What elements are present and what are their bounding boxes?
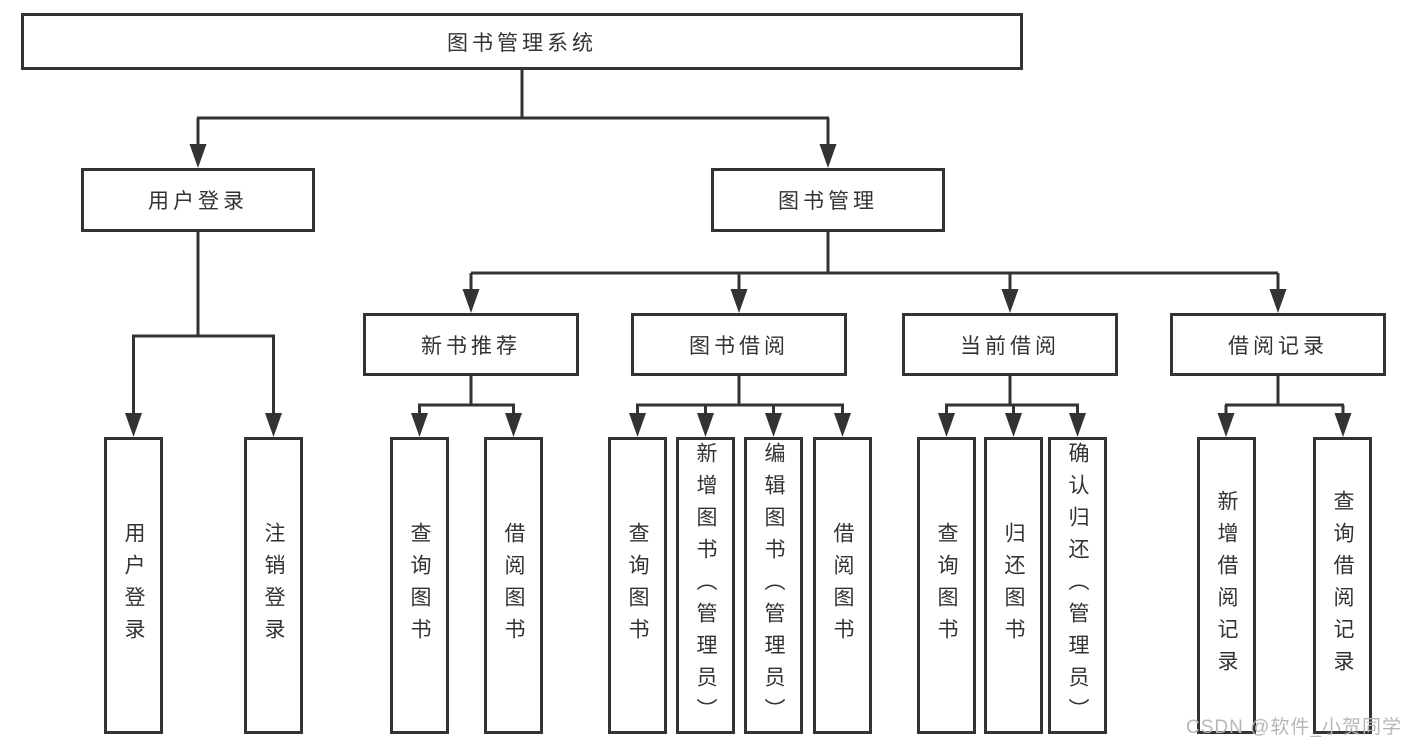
leaf-edit-books-admin-label: 编辑图书（管理员） [762,441,785,730]
leaf-add-borrow-record-label: 新增借阅记录 [1215,489,1238,682]
leaf-query-books-2-label: 查询图书 [626,521,649,650]
leaf-query-books-2: 查询图书 [608,437,667,734]
node-user-login: 用户登录 [81,168,315,232]
node-current-borrowing: 当前借阅 [902,313,1118,376]
leaf-query-books-3: 查询图书 [917,437,976,734]
leaf-borrow-books-1-label: 借阅图书 [502,521,525,650]
node-borrowing-records-label: 借阅记录 [1228,334,1328,358]
leaf-return-books-label: 归还图书 [1002,521,1025,650]
leaf-query-borrow-record: 查询借阅记录 [1313,437,1372,734]
node-book-borrowing: 图书借阅 [631,313,847,376]
leaf-confirm-return-admin: 确认归还（管理员） [1048,437,1107,734]
leaf-query-borrow-record-label: 查询借阅记录 [1331,489,1354,682]
leaf-return-books: 归还图书 [984,437,1043,734]
node-book-management: 图书管理 [711,168,945,232]
leaf-user-login-label: 用户登录 [122,521,145,650]
leaf-add-borrow-record: 新增借阅记录 [1197,437,1256,734]
leaf-query-books-1-label: 查询图书 [408,521,431,650]
node-book-borrowing-label: 图书借阅 [689,334,789,358]
node-book-management-label: 图书管理 [778,190,878,213]
node-borrowing-records: 借阅记录 [1170,313,1386,376]
csdn-watermark: CSDN @软件_小贺同学 [1186,717,1402,738]
leaf-borrow-books-2: 借阅图书 [813,437,872,734]
leaf-confirm-return-admin-label: 确认归还（管理员） [1066,441,1089,730]
node-user-login-label: 用户登录 [148,190,248,213]
node-library-system-label: 图书管理系统 [447,31,597,55]
node-new-book-recommend-label: 新书推荐 [421,334,521,358]
leaf-user-login: 用户登录 [104,437,163,734]
leaf-borrow-books-2-label: 借阅图书 [831,521,854,650]
leaf-add-books-admin-label: 新增图书（管理员） [694,441,717,730]
leaf-logout-label: 注销登录 [262,521,285,650]
leaf-add-books-admin: 新增图书（管理员） [676,437,735,734]
leaf-edit-books-admin: 编辑图书（管理员） [744,437,803,734]
leaf-query-books-3-label: 查询图书 [935,521,958,650]
node-new-book-recommend: 新书推荐 [363,313,579,376]
leaf-borrow-books-1: 借阅图书 [484,437,543,734]
leaf-query-books-1: 查询图书 [390,437,449,734]
node-library-system: 图书管理系统 [21,13,1023,70]
node-current-borrowing-label: 当前借阅 [960,334,1060,358]
leaf-logout: 注销登录 [244,437,303,734]
